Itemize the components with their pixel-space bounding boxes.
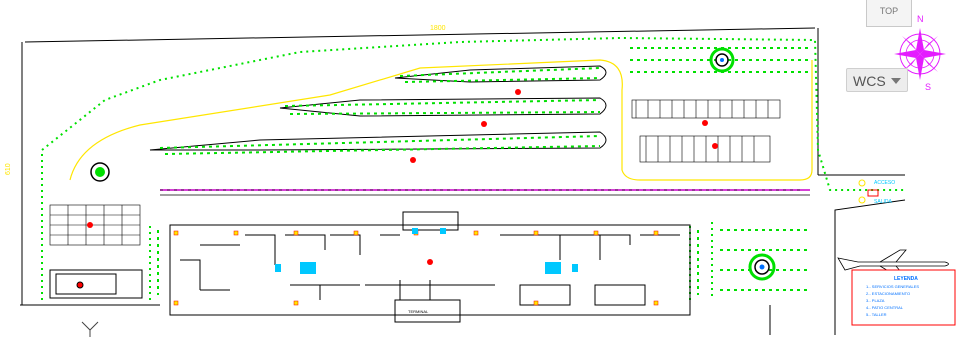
terminal-columns: [173, 230, 659, 306]
roundabout-south: [748, 253, 776, 281]
parking-stalls: [49, 99, 781, 246]
legend-item: 5.- TALLER: [866, 312, 887, 317]
cyan-furniture: [275, 228, 578, 274]
area-markers: [87, 89, 718, 265]
legend-item: 3.- PLAZA: [866, 298, 885, 303]
access-label: ACCESO: [874, 180, 895, 186]
ucs-dropdown[interactable]: WCS: [846, 68, 908, 92]
site-boundary: [20, 27, 906, 335]
building-label: TERMINAL: [408, 309, 429, 314]
legend-box: [851, 269, 956, 326]
viewcube-top-face[interactable]: TOP: [866, 0, 912, 27]
ucs-icon: [81, 321, 99, 337]
legend-item: 1.- SERVICIOS GENERALES: [866, 284, 919, 289]
roundabout-west: [90, 162, 110, 182]
legend-item: 2.- ESTACIONAMIENTO: [866, 291, 910, 296]
dimension-left-label: 610: [5, 163, 12, 175]
ucs-dropdown-label: WCS: [853, 73, 886, 89]
exit-label: SALIDA: [874, 199, 892, 205]
tree-border: [41, 36, 905, 300]
circulation-path: [69, 59, 813, 181]
compass-south-label: S: [925, 82, 931, 92]
access-gate: [858, 179, 879, 204]
parking-islands: [149, 65, 607, 151]
legend-item: 4.- PATIO CENTRAL: [866, 305, 904, 310]
service-building: [49, 269, 143, 299]
compass-north-label: N: [917, 14, 924, 24]
chevron-down-icon: [891, 78, 901, 84]
roundabout-north: [709, 47, 735, 73]
tree-rows: [157, 47, 810, 295]
dimension-top-label: 1800: [430, 25, 446, 32]
terminal-building: [169, 211, 691, 323]
legend-title: LEYENDA: [894, 276, 918, 282]
